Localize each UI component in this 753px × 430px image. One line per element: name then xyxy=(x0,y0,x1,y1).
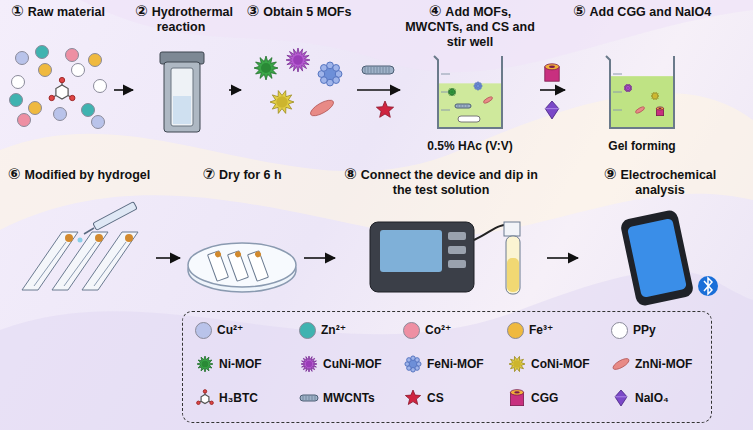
step-number: ① xyxy=(11,2,24,19)
process-step: ① Raw material xyxy=(4,2,112,157)
flow-arrow xyxy=(156,257,180,259)
step-title: Obtain 5 MOFs xyxy=(263,5,351,19)
step-heading: ②Hydrothermal reaction xyxy=(135,2,227,35)
step-title: Dry for 6 h xyxy=(219,168,282,182)
legend-item: FeNi-MOF xyxy=(403,354,484,374)
legend-item: Cu²⁺ xyxy=(195,320,243,340)
legend-item: ZnNi-MOF xyxy=(611,354,692,374)
step-note: Gel forming xyxy=(567,139,717,153)
legend-item: Zn²⁺ xyxy=(299,320,346,340)
legend-label: Fe³⁺ xyxy=(529,323,553,337)
background-wave xyxy=(80,0,753,72)
process-step: ③Obtain 5 MOFs xyxy=(243,2,355,157)
legend-label: PPy xyxy=(633,323,656,337)
legend-label: CuNi-MOF xyxy=(323,357,382,371)
legend-item: MWCNTs xyxy=(299,388,375,408)
legend-label: MWCNTs xyxy=(323,391,375,405)
legend-symbol xyxy=(195,388,215,408)
process-step: ②Hydrothermal reaction xyxy=(135,2,227,157)
legend-swatch xyxy=(299,322,316,339)
legend-label: NaIO₄ xyxy=(635,391,669,405)
process-step: ⑨Electrochemical analysis xyxy=(580,165,740,305)
process-step: ⑦ Dry for 6 h xyxy=(182,165,302,305)
step-number: ⑥ xyxy=(8,165,21,182)
legend-symbol xyxy=(403,354,423,374)
step-number: ⑧ xyxy=(344,165,357,182)
step-note: 0.5% HAc (V:V) xyxy=(402,139,538,153)
legend-symbol xyxy=(611,388,631,408)
flow-arrow xyxy=(304,257,335,259)
step-title: Modified by hydrogel xyxy=(25,168,151,182)
legend-label: ZnNi-MOF xyxy=(635,357,692,371)
legend-item: CoNi-MOF xyxy=(507,354,590,374)
flow-arrow xyxy=(357,89,400,91)
legend-swatch xyxy=(507,322,524,339)
legend-label: CoNi-MOF xyxy=(531,357,590,371)
step-title: Electrochemical analysis xyxy=(620,168,716,197)
step-number: ② xyxy=(135,2,148,19)
legend-swatch xyxy=(403,322,420,339)
legend-item: PPy xyxy=(611,320,656,340)
step-title: Add CGG and NaIO4 xyxy=(590,5,712,19)
legend-symbol xyxy=(299,388,319,408)
step-title: Hydrothermal reaction xyxy=(152,5,233,34)
legend-swatch xyxy=(195,322,212,339)
legend-item: H₃BTC xyxy=(195,388,258,408)
legend-item: Fe³⁺ xyxy=(507,320,553,340)
legend-symbol xyxy=(195,354,215,374)
legend-label: Ni-MOF xyxy=(219,357,262,371)
flow-arrow xyxy=(547,257,578,259)
process-step: ⑥ Modified by hydrogel xyxy=(4,165,154,305)
legend-item: Ni-MOF xyxy=(195,354,262,374)
legend-label: Cu²⁺ xyxy=(217,323,243,337)
step-number: ④ xyxy=(429,2,442,19)
legend-symbol xyxy=(403,388,423,408)
step-heading: ⑨Electrochemical analysis xyxy=(580,165,740,198)
step-heading: ① Raw material xyxy=(4,2,112,20)
step-number: ⑤ xyxy=(573,2,586,19)
step-title: Add MOFs, MWCNTs, and CS and stir well xyxy=(405,5,535,49)
step-heading: ⑥ Modified by hydrogel xyxy=(4,165,154,183)
legend-item: Co²⁺ xyxy=(403,320,451,340)
process-step: ⑤ Add CGG and NaIO4Gel forming xyxy=(567,2,717,157)
step-number: ⑦ xyxy=(202,165,215,182)
step-heading: ⑦ Dry for 6 h xyxy=(182,165,302,183)
legend-swatch xyxy=(611,322,628,339)
step-title: Connect the device and dip in the test s… xyxy=(361,168,538,197)
flow-arrow xyxy=(229,89,241,91)
step-heading: ④Add MOFs, MWCNTs, and CS and stir well xyxy=(402,2,538,50)
legend-label: H₃BTC xyxy=(219,391,258,405)
legend-symbol xyxy=(299,354,319,374)
process-step: ④Add MOFs, MWCNTs, and CS and stir well 0… xyxy=(402,2,538,157)
step-heading: ⑧Connect the device and dip in the test … xyxy=(337,165,545,198)
legend-item: NaIO₄ xyxy=(611,388,669,408)
legend-box: Cu²⁺ Zn²⁺ Co²⁺ Fe³⁺ PPyNi-MOF CuNi-MOF FeNi-MO… xyxy=(182,311,712,423)
legend-item: CuNi-MOF xyxy=(299,354,382,374)
process-step: ⑧Connect the device and dip in the test … xyxy=(337,165,545,305)
flow-arrow xyxy=(114,89,133,91)
legend-symbol xyxy=(507,354,527,374)
flow-arrow xyxy=(540,89,565,91)
legend-symbol xyxy=(507,388,527,408)
step-number: ③ xyxy=(247,2,260,19)
legend-label: CGG xyxy=(531,391,558,405)
legend-label: FeNi-MOF xyxy=(427,357,484,371)
step-heading: ③Obtain 5 MOFs xyxy=(243,2,355,20)
legend-item: CS xyxy=(403,388,444,408)
legend-symbol xyxy=(611,354,631,374)
step-number: ⑨ xyxy=(604,165,617,182)
step-heading: ⑤ Add CGG and NaIO4 xyxy=(567,2,717,20)
legend-item: CGG xyxy=(507,388,558,408)
legend-label: Zn²⁺ xyxy=(321,323,346,337)
step-title: Raw material xyxy=(28,5,105,19)
legend-label: Co²⁺ xyxy=(425,323,451,337)
legend-label: CS xyxy=(427,391,444,405)
